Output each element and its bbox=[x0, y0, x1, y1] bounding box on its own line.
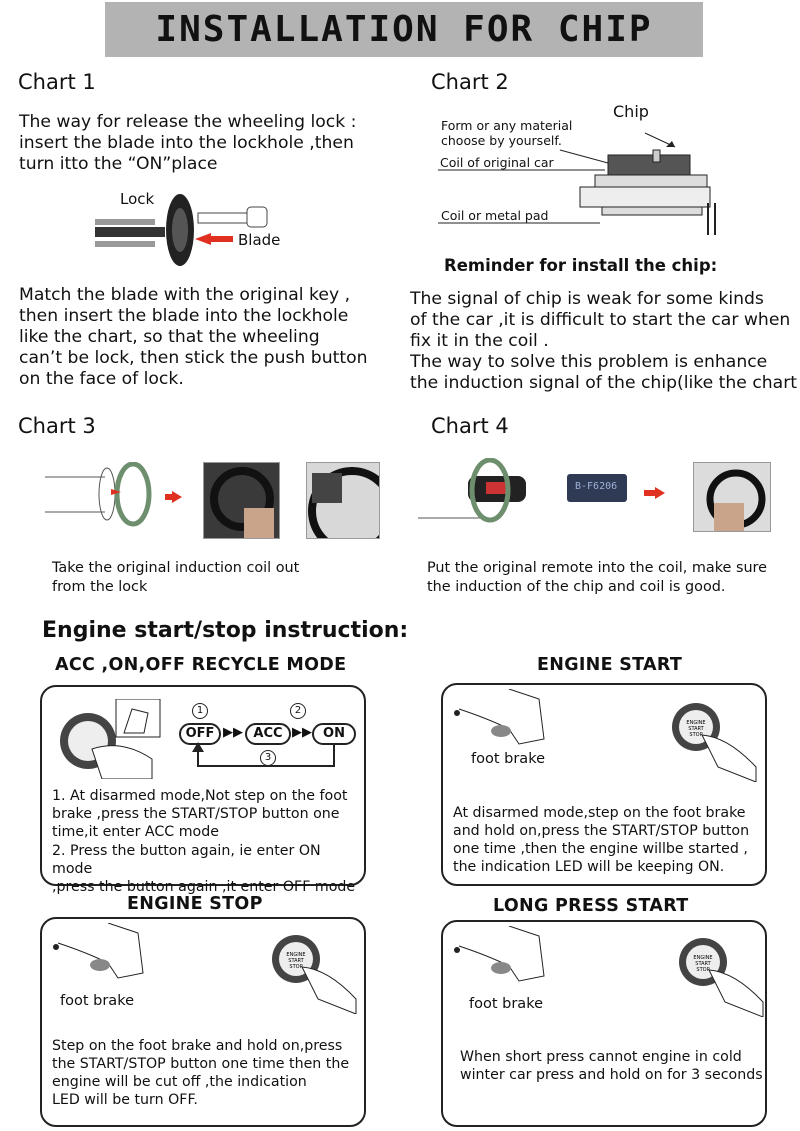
coil-removal-drawing bbox=[45, 461, 152, 527]
svg-text:ENGINE: ENGINE bbox=[693, 955, 712, 961]
svg-text:START: START bbox=[288, 958, 304, 964]
coil-photo-2-drawing bbox=[308, 467, 379, 538]
start-box: foot brake ENGINE START STOP At disarmed… bbox=[441, 683, 767, 886]
acc-state: ACC bbox=[245, 723, 291, 745]
chip-diagram-drawing bbox=[438, 132, 716, 235]
page-title: INSTALLATION FOR CHIP bbox=[155, 9, 653, 50]
title-bar: INSTALLATION FOR CHIP bbox=[105, 2, 703, 57]
step-2-badge: 2 bbox=[290, 703, 306, 719]
arrow-shaft bbox=[165, 494, 173, 500]
arrow-icon bbox=[655, 487, 665, 499]
svg-text:START: START bbox=[695, 961, 711, 967]
remote-coil-drawing bbox=[418, 457, 526, 523]
step-1-badge: 1 bbox=[192, 703, 208, 719]
engine-heading: Engine start/stop instruction: bbox=[42, 618, 409, 643]
svg-text:STOP: STOP bbox=[289, 964, 302, 970]
svg-text:START: START bbox=[688, 726, 704, 732]
chip-label: Chip bbox=[613, 102, 649, 121]
chart2-text: The signal of chip is weak for some kind… bbox=[410, 289, 797, 393]
foot-brake-drawing bbox=[454, 926, 545, 982]
blade-label: Blade bbox=[238, 231, 281, 249]
coil-photo-3 bbox=[693, 462, 771, 532]
lock-blade-illustration bbox=[95, 185, 275, 270]
remote-coil-illustration bbox=[418, 457, 538, 528]
chart4-caption: Put the original remote into the coil, m… bbox=[427, 560, 768, 595]
stop-heading: ENGINE STOP bbox=[127, 894, 263, 914]
acc-text-2: 2. Press the button again, ie enter ON m… bbox=[52, 843, 356, 895]
start-heading: ENGINE START bbox=[537, 655, 683, 675]
arrow-shaft bbox=[644, 490, 656, 496]
off-state: OFF bbox=[179, 723, 221, 745]
material-label: Form or any material choose by yourself. bbox=[441, 118, 573, 148]
svg-text:ENGINE: ENGINE bbox=[686, 720, 705, 726]
foot-brake-drawing bbox=[454, 689, 545, 745]
foot-brake-drawing bbox=[53, 923, 144, 979]
start-text: At disarmed mode,step on the foot brake … bbox=[453, 805, 750, 875]
reminder-heading: Reminder for install the chip: bbox=[444, 256, 718, 275]
chart1-text-bottom: Match the blade with the original key , … bbox=[19, 285, 368, 389]
loop-back-arrow bbox=[192, 742, 335, 767]
start-button-drawing: ENGINE START STOP bbox=[672, 703, 757, 782]
svg-text:STOP: STOP bbox=[689, 732, 702, 738]
forward-arrows-icon: ▶▶ bbox=[292, 725, 312, 740]
acc-hand-drawing bbox=[60, 699, 161, 779]
chip-diagram bbox=[430, 125, 730, 240]
lock-label: Lock bbox=[120, 190, 155, 208]
forward-arrows-icon: ▶▶ bbox=[223, 725, 243, 740]
chart3-label: Chart 3 bbox=[18, 414, 96, 438]
long-button-drawing: ENGINE START STOP bbox=[679, 938, 764, 1017]
start-foot-label: foot brake bbox=[471, 751, 545, 767]
coil-photo-1-drawing bbox=[210, 467, 274, 538]
chart4-label: Chart 4 bbox=[431, 414, 509, 438]
svg-text:ENGINE: ENGINE bbox=[286, 952, 305, 958]
coil-label: Coil of original car bbox=[440, 155, 554, 170]
chart2-label: Chart 2 bbox=[431, 70, 509, 94]
chart3-caption: Take the original induction coil out fro… bbox=[52, 560, 300, 595]
acc-text-1: 1. At disarmed mode,Not step on the foot… bbox=[52, 788, 348, 840]
acc-heading: ACC ,ON,OFF RECYCLE MODE bbox=[55, 655, 347, 675]
stop-text: Step on the foot brake and hold on,press… bbox=[52, 1038, 350, 1108]
long-text: When short press cannot engine in cold w… bbox=[460, 1049, 763, 1083]
stop-button-drawing: ENGINE START STOP bbox=[272, 935, 357, 1014]
pad-label: Coil or metal pad bbox=[441, 208, 549, 223]
chart1-label: Chart 1 bbox=[18, 70, 96, 94]
chip-photo: B-F6206 bbox=[567, 474, 627, 502]
arrow-icon bbox=[172, 491, 182, 503]
long-foot-label: foot brake bbox=[469, 996, 543, 1012]
coil-photo-3-drawing bbox=[706, 469, 766, 531]
acc-box: OFF ACC ON ▶▶ ▶▶ 1 2 3 1. At disarmed mo… bbox=[40, 685, 366, 895]
coil-photo-1 bbox=[203, 462, 280, 539]
lock-blade-drawing bbox=[95, 194, 268, 266]
long-box: foot brake ENGINE START STOP When short … bbox=[441, 920, 767, 1127]
coil-photo-2 bbox=[306, 462, 380, 539]
chip-photo-text: B-F6206 bbox=[575, 481, 618, 492]
coil-removal-illustration bbox=[45, 461, 155, 527]
svg-text:STOP: STOP bbox=[696, 967, 709, 973]
chart1-text-top: The way for release the wheeling lock : … bbox=[19, 112, 357, 174]
stop-box: foot brake ENGINE START STOP Step on the… bbox=[40, 917, 366, 1127]
long-heading: LONG PRESS START bbox=[493, 896, 689, 916]
stop-foot-label: foot brake bbox=[60, 993, 134, 1009]
